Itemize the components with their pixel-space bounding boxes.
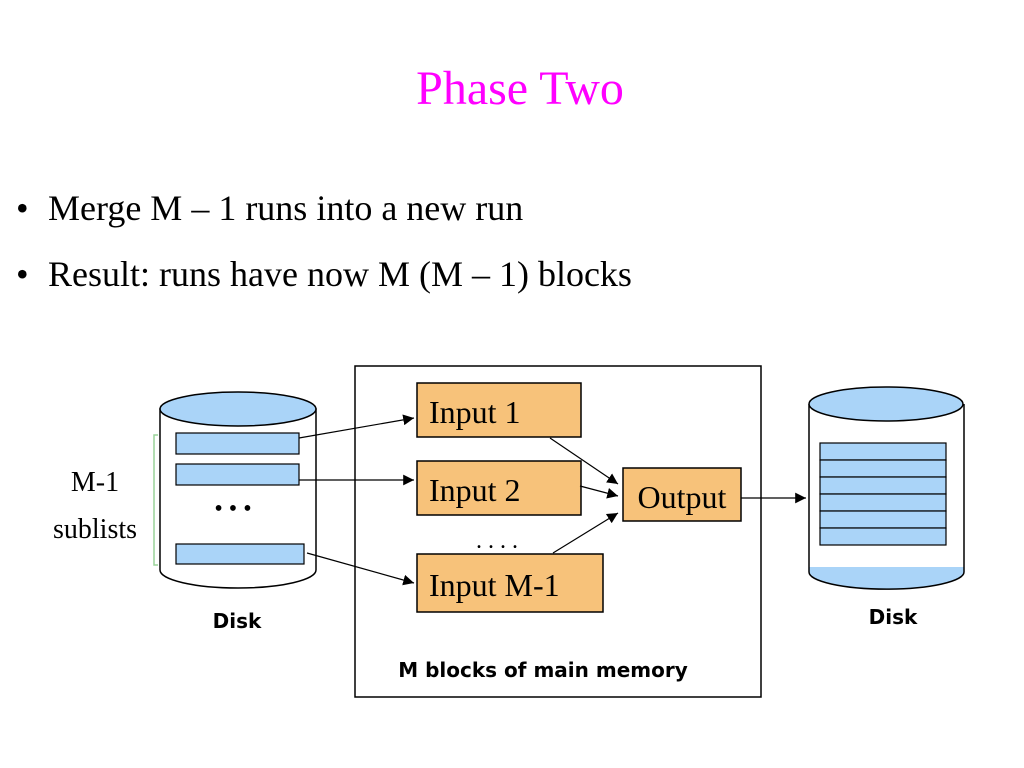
right-disk-label: Disk	[869, 605, 918, 629]
input-buffer-m1-label: Input M-1	[429, 567, 560, 603]
bullet-dot: •	[16, 254, 29, 294]
input-buffer-m1: Input M-1	[416, 553, 604, 613]
right-disk-top	[808, 386, 964, 422]
bullet-item: • Result: runs have now M (M – 1) blocks	[16, 256, 632, 292]
main-memory-label: M blocks of main memory	[398, 658, 687, 682]
sublists-bracket	[153, 434, 158, 566]
right-disk-bottom-band	[809, 567, 964, 590]
arrow-input1-to-output	[549, 437, 619, 485]
input-buffer-m1-box	[416, 553, 604, 613]
merged-run-block	[819, 442, 947, 461]
sublist-block-last	[175, 543, 305, 565]
bullet-text: Merge M – 1 runs into a new run	[48, 188, 524, 228]
bullet-dot: •	[16, 188, 29, 228]
left-disk-top	[159, 391, 317, 427]
slide-title: Phase Two	[416, 62, 624, 115]
merged-run-block	[819, 493, 947, 512]
merged-run-block	[819, 527, 947, 546]
sublists-label-line2: sublists	[53, 514, 137, 545]
output-buffer: Output	[622, 467, 742, 522]
bullet-item: • Merge M – 1 runs into a new run	[16, 190, 632, 226]
bullet-text: Result: runs have now M (M – 1) blocks	[48, 254, 632, 294]
sublist-block-1	[175, 432, 300, 455]
merged-run-block	[819, 510, 947, 529]
input-buffer-2: Input 2	[416, 460, 582, 516]
bullet-list: • Merge M – 1 runs into a new run • Resu…	[16, 190, 632, 322]
right-disk	[808, 386, 965, 590]
right-disk-body	[808, 404, 965, 590]
arrow-run1-to-input1	[298, 414, 415, 439]
left-disk: • • •	[159, 391, 317, 589]
arrow-inputm1-to-output	[552, 512, 619, 554]
input-buffer-1-box	[416, 382, 582, 438]
input-buffer-1-label: Input 1	[429, 394, 521, 430]
input-buffer-1: Input 1	[416, 382, 582, 438]
input-buffer-2-label: Input 2	[429, 472, 521, 508]
output-buffer-label: Output	[638, 479, 727, 515]
sublist-block-2	[175, 463, 300, 486]
merged-run-block	[819, 459, 947, 478]
output-buffer-box	[622, 467, 742, 522]
left-disk-dots: • • •	[214, 496, 251, 522]
input-buffer-2-box	[416, 460, 582, 516]
inputs-ellipsis: . . . .	[476, 528, 518, 554]
arrow-runlast-to-inputm1	[306, 552, 415, 586]
merged-run	[819, 442, 947, 546]
left-disk-label: Disk	[213, 609, 262, 633]
sublists-label-line1: M-1	[71, 467, 119, 498]
merged-run-block	[819, 476, 947, 495]
arrow-input2-to-output	[579, 485, 619, 499]
